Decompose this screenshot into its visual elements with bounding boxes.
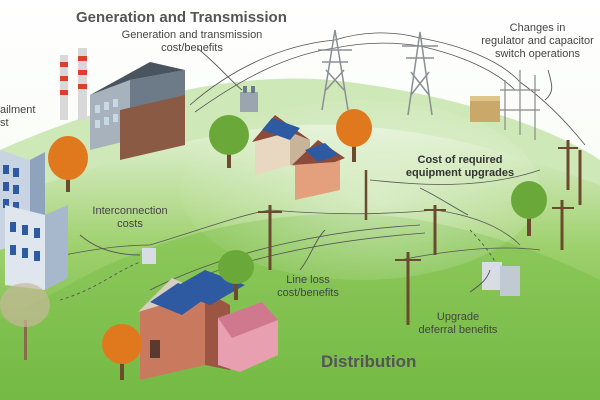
label-line: regulator and capacitor — [481, 35, 594, 47]
callout-leaders — [59, 47, 553, 301]
power-plant-icon — [60, 48, 185, 160]
label-upgrade-deferral: Upgrade deferral benefits — [398, 311, 518, 337]
label-line: Upgrade — [436, 311, 480, 323]
label-line: Line loss — [286, 274, 330, 286]
office-building-icon — [0, 150, 68, 290]
tree-icon — [336, 109, 372, 162]
label-curtailment-cost: ailment st — [0, 104, 35, 130]
house-icon — [138, 270, 278, 380]
label-line: cost/benefits — [161, 42, 223, 54]
transmission-tower-icon — [318, 29, 352, 111]
tree-icon — [209, 115, 249, 168]
label-line: switch operations — [495, 48, 580, 60]
label-regulator-capacitor: Changes in regulator and capacitor switc… — [470, 22, 600, 61]
tree-icon — [0, 283, 50, 360]
label-line: costs — [117, 218, 143, 230]
label-line: cost/benefits — [277, 287, 339, 299]
title-distribution: Distribution — [321, 352, 417, 371]
label-gen-trans-cost: Generation and transmission cost/benefit… — [117, 29, 267, 55]
tree-icon — [511, 181, 547, 236]
label-line: equipment upgrades — [405, 167, 515, 179]
transmission-tower-icon — [402, 31, 438, 116]
transformer-icon — [142, 248, 520, 296]
label-line: st — [0, 117, 9, 129]
house-icon — [252, 115, 345, 200]
tree-icon — [218, 250, 254, 300]
label-line: Interconnection — [92, 205, 168, 217]
substation-icon — [470, 70, 540, 140]
utility-pole-icon — [258, 140, 582, 325]
transmission-lines — [19, 32, 586, 296]
transformer-icon — [240, 86, 258, 112]
label-line: deferral benefits — [418, 324, 498, 336]
label-line: Cost of required — [417, 154, 503, 166]
tree-icon — [102, 324, 142, 380]
title-generation-transmission: Generation and Transmission — [76, 9, 287, 26]
label-interconnection: Interconnection costs — [75, 205, 185, 231]
label-line-loss: Line loss cost/benefits — [258, 274, 358, 300]
label-equipment-upgrades: Cost of required equipment upgrades — [385, 154, 535, 180]
tree-icon — [48, 136, 88, 192]
label-line: Changes in — [509, 22, 566, 34]
label-line: ailment — [0, 104, 36, 116]
label-line: Generation and transmission — [121, 29, 263, 41]
